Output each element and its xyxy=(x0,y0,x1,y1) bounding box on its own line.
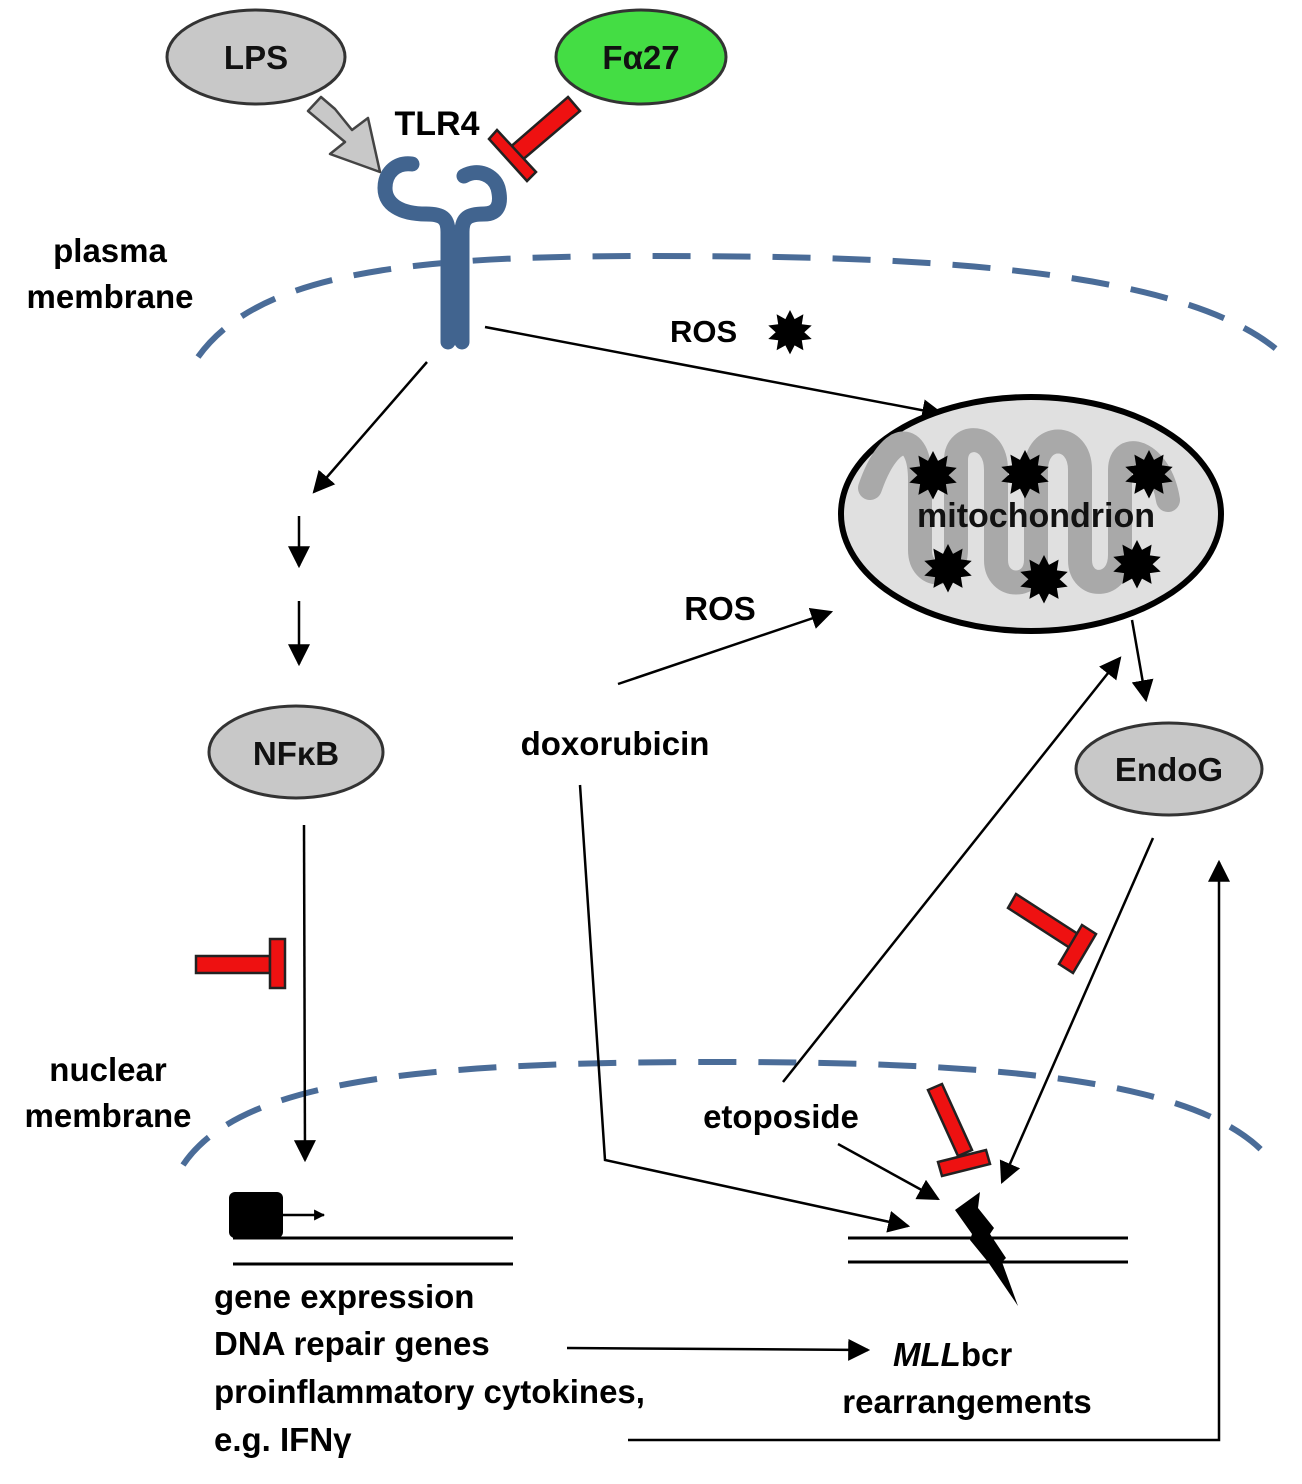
mll-bcr-label: MLLbcr xyxy=(893,1336,1012,1373)
doxorubicin-label: doxorubicin xyxy=(521,725,710,762)
plasma-membrane-label-1: plasma xyxy=(53,232,167,269)
nuclear-membrane-label-2: membrane xyxy=(25,1097,192,1134)
tlr4-to-mitochondrion-arrow xyxy=(484,325,945,422)
rearrangements-label: rearrangements xyxy=(842,1383,1091,1420)
nuclear-membrane xyxy=(180,1058,1275,1167)
etoposide-inhibitor-icon xyxy=(926,1082,992,1178)
etoposide-to-mitochondrion-arrow xyxy=(782,656,1122,1083)
mitochondrion-label: mitochondrion xyxy=(917,497,1155,535)
mito-ros-icon-6 xyxy=(1113,540,1161,589)
mito-ros-icon-1 xyxy=(909,451,957,500)
lightning-bolt-icon xyxy=(955,1192,1018,1306)
ros-mid-label: ROS xyxy=(684,590,756,627)
tlr4-to-cascade-arrow xyxy=(312,361,428,494)
etoposide-label: etoposide xyxy=(703,1098,859,1135)
mito-ros-icon-3 xyxy=(1125,450,1173,499)
nfkb-to-gene-arrow xyxy=(293,824,316,1163)
endog-label: EndoG xyxy=(1115,751,1223,788)
lps-node xyxy=(165,8,347,106)
lps-label: LPS xyxy=(224,39,288,76)
dna-break xyxy=(848,1192,1128,1306)
gene-expression-line-2: DNA repair genes xyxy=(214,1325,490,1362)
ros-top-icon xyxy=(768,310,812,355)
mll-italic: MLL xyxy=(893,1336,961,1373)
gene-dna xyxy=(229,1192,513,1266)
fa27-node xyxy=(554,8,728,106)
nfkb-inhibitor-icon xyxy=(194,937,287,990)
doxorubicin-to-mitochondrion-arrow xyxy=(617,607,834,686)
ifng-to-endog-arrow xyxy=(628,859,1230,1442)
mito-ros-icon-4 xyxy=(924,544,972,593)
mitochondrion-organelle: mitochondrion xyxy=(838,394,1224,634)
tlr4-label: TLR4 xyxy=(395,105,480,143)
nfkb-label: NFκB xyxy=(253,735,339,772)
lps-activation-arrow xyxy=(306,95,382,174)
fa27-inhibitor-icon xyxy=(487,95,582,183)
endog-inhibitor-icon xyxy=(1006,892,1098,975)
etoposide-to-dna-arrow xyxy=(837,1142,940,1201)
mll-suffix: bcr xyxy=(961,1336,1013,1373)
mito-ros-icon-2 xyxy=(1001,450,1049,499)
endog-node xyxy=(1074,721,1264,817)
mitochondrion-to-endog-arrow xyxy=(1130,619,1154,703)
gene-expression-line-1: gene expression xyxy=(214,1278,474,1315)
gene-to-mll-arrow xyxy=(566,1338,871,1361)
doxorubicin-to-dna-arrow xyxy=(578,784,911,1233)
nfkb-node xyxy=(207,704,385,800)
gene-expression-line-4: e.g. IFNγ xyxy=(214,1421,352,1458)
mito-ros-icon-5 xyxy=(1020,555,1068,604)
ros-top-label: ROS xyxy=(670,314,737,349)
nuclear-membrane-label-1: nuclear xyxy=(49,1051,167,1088)
tlr4-receptor-icon xyxy=(377,156,507,350)
fa27-label: Fα27 xyxy=(602,39,679,76)
plasma-membrane xyxy=(195,252,1289,361)
promoter-icon xyxy=(229,1192,283,1238)
gene-expression-line-3: proinflammatory cytokines, xyxy=(214,1373,645,1410)
plasma-membrane-label-2: membrane xyxy=(27,278,194,315)
endog-to-dna-arrow xyxy=(999,837,1155,1185)
